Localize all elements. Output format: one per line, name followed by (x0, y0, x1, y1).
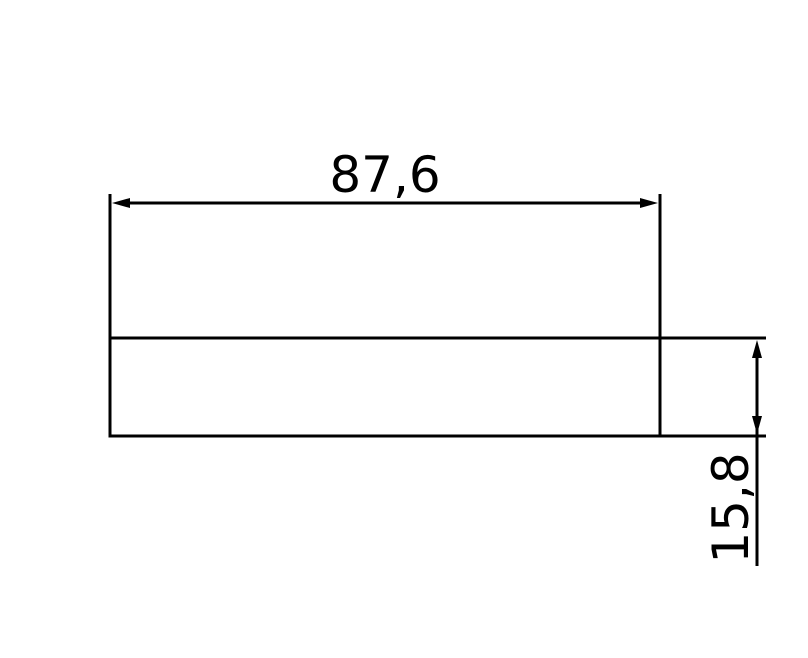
width-arrow-left (112, 198, 130, 208)
height-arrow-bottom (752, 416, 762, 434)
width-arrow-right (640, 198, 658, 208)
height-arrow-top (752, 340, 762, 358)
height-dimension (660, 336, 766, 566)
width-dimension (108, 194, 662, 338)
height-dimension-label: 15,8 (702, 452, 760, 563)
width-dimension-label: 87,6 (329, 146, 440, 204)
part-outline (108, 336, 662, 438)
